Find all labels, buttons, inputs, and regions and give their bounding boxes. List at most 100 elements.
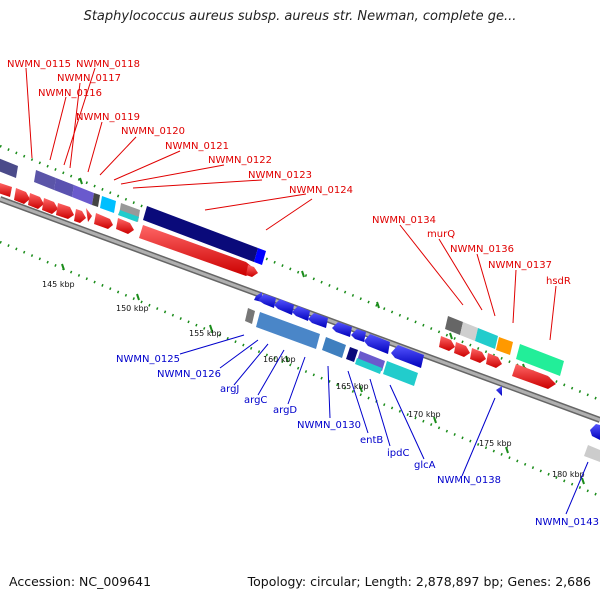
- gene-feature: [143, 206, 258, 262]
- major-tick: [136, 293, 140, 301]
- major-tick: [301, 270, 305, 278]
- gene-feature: [584, 445, 600, 462]
- forward-cog-features[interactable]: [0, 158, 564, 376]
- reverse-strand-genes[interactable]: [254, 292, 600, 440]
- gene-label: NWMN_0136: [450, 244, 514, 255]
- major-tick: [61, 263, 65, 271]
- kbp-labels: 145 kbp 150 kbp 155 kbp 160 kbp 165 kbp …: [42, 280, 585, 479]
- gene-arrow: [86, 208, 92, 222]
- gene-label: NWMN_0119: [76, 112, 140, 123]
- gene-feature: [54, 178, 74, 197]
- gene-arrow: [486, 353, 502, 368]
- gene-arrow: [332, 322, 352, 337]
- gene-arrow: [74, 209, 86, 223]
- gene-feature: [92, 193, 100, 207]
- gene-arrow: [56, 203, 74, 219]
- gene-label: argD: [273, 405, 297, 416]
- gene-label: NWMN_0122: [208, 155, 272, 166]
- gene-arrow: [116, 218, 134, 234]
- gene-label: hsdR: [546, 276, 571, 287]
- gene-arrow: [0, 183, 12, 197]
- gene-arrow: [391, 345, 424, 368]
- gene-label: NWMN_0118: [76, 59, 140, 70]
- gene-label: NWMN_0121: [165, 141, 229, 152]
- gene-feature: [355, 358, 382, 374]
- gene-arrow: [246, 265, 258, 277]
- major-tick: [581, 477, 585, 485]
- forward-gene-label-texts[interactable]: NWMN_0115 NWMN_0118 NWMN_0117 NWMN_0116 …: [7, 59, 571, 287]
- gene-feature: [34, 170, 56, 190]
- gene-feature: [0, 158, 18, 178]
- gene-arrow: [496, 386, 502, 396]
- gene-label: NWMN_0117: [57, 73, 121, 84]
- major-tick: [79, 177, 83, 185]
- reverse-gene-label-texts[interactable]: NWMN_0125 NWMN_0126 argJ argC argD NWMN_…: [116, 354, 599, 528]
- kbp-label: 160 kbp: [263, 355, 296, 364]
- map-title: Staphylococcus aureus subsp. aureus str.…: [83, 9, 517, 24]
- gene-label: NWMN_0134: [372, 215, 436, 226]
- gene-feature: [100, 196, 116, 213]
- gene-label: NWMN_0123: [248, 170, 312, 181]
- gene-label: glcA: [414, 460, 436, 471]
- gene-feature: [256, 312, 320, 349]
- kbp-label: 165 kbp: [336, 382, 369, 391]
- gene-label: NWMN_0138: [437, 475, 501, 486]
- gene-label: argC: [244, 395, 267, 406]
- major-tick: [505, 446, 509, 454]
- gene-feature: [118, 210, 139, 222]
- major-tick: [359, 385, 363, 393]
- gene-label: argJ: [220, 384, 239, 395]
- gene-arrow: [274, 299, 294, 315]
- gene-feature: [383, 361, 418, 386]
- gene-arrow: [28, 193, 44, 209]
- gene-arrow: [94, 213, 113, 229]
- gene-feature: [346, 347, 358, 362]
- gene-feature: [460, 322, 478, 341]
- gene-label: NWMN_0143: [535, 517, 599, 528]
- gene-feature: [496, 337, 513, 355]
- gene-feature: [445, 316, 463, 335]
- gene-arrow: [42, 198, 58, 214]
- gene-arrow: [364, 334, 390, 354]
- gene-arrow: [139, 225, 256, 276]
- gene-arrow: [308, 313, 328, 328]
- reverse-cog-features[interactable]: [245, 308, 600, 462]
- gene-feature: [357, 351, 385, 371]
- major-tick: [433, 416, 437, 424]
- gene-arrow: [470, 348, 486, 363]
- gene-arrow: [454, 342, 470, 357]
- gene-label: NWMN_0115: [7, 59, 71, 70]
- gene-feature: [516, 344, 564, 376]
- gene-arrow: [258, 294, 276, 308]
- gene-label: NWMN_0130: [297, 420, 361, 431]
- gene-arrow: [590, 424, 600, 440]
- gene-label: ipdC: [387, 448, 409, 459]
- gene-label: NWMN_0124: [289, 185, 353, 196]
- gene-feature: [72, 185, 94, 205]
- lower-tick-rail: [0, 240, 600, 498]
- gene-arrow: [14, 188, 30, 204]
- reverse-gene-labels: [179, 334, 589, 515]
- forward-strand-genes[interactable]: [0, 183, 556, 389]
- gene-label: murQ: [427, 229, 455, 240]
- gene-feature: [322, 337, 346, 358]
- kbp-label: 175 kbp: [479, 439, 512, 448]
- gene-label: NWMN_0125: [116, 354, 180, 365]
- gene-arrow: [512, 364, 556, 389]
- gene-arrow: [439, 336, 455, 351]
- accession-text: Accession: NC_009641: [9, 574, 152, 589]
- kbp-label: 180 kbp: [552, 470, 585, 479]
- kbp-label: 150 kbp: [116, 304, 149, 313]
- major-tick: [285, 355, 289, 363]
- major-tick: [209, 324, 213, 332]
- major-tick: [376, 301, 380, 309]
- gene-arrow: [351, 329, 366, 342]
- forward-gene-labels: [25, 67, 557, 341]
- kbp-label: 170 kbp: [408, 410, 441, 419]
- gene-label: NWMN_0126: [157, 369, 221, 380]
- major-tick: [449, 332, 453, 340]
- kbp-label: 145 kbp: [42, 280, 75, 289]
- gene-label: NWMN_0120: [121, 126, 185, 137]
- gene-feature: [254, 248, 266, 265]
